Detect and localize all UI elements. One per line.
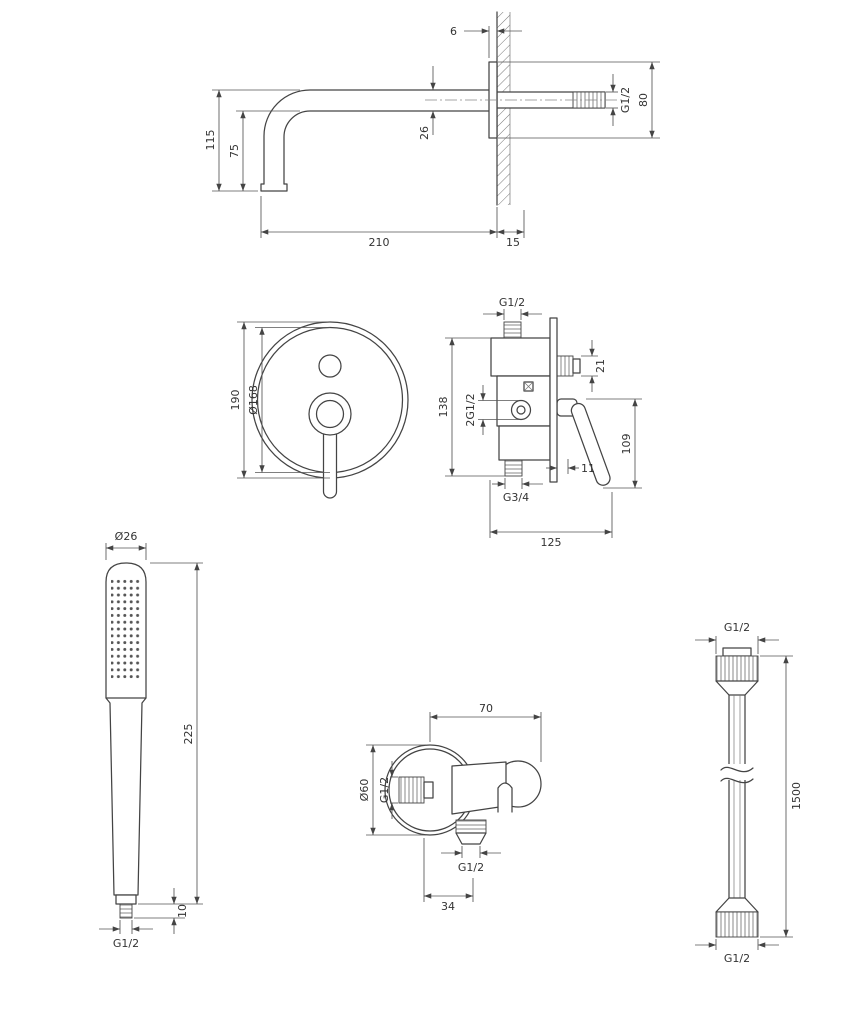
dim-diverter-diameter: 21 xyxy=(594,359,607,373)
lever-boss xyxy=(308,392,352,436)
mixer-plate xyxy=(251,321,409,499)
elbow-outlet-thread xyxy=(455,819,487,834)
hose-top-nut xyxy=(715,655,759,682)
dim-side-ports: 2G1/2 xyxy=(464,393,477,426)
elbow-dimensions: 70 Ø60 G1/2 G1/2 34 xyxy=(358,702,542,913)
handshower-dimensions: Ø26 225 10 G1/2 xyxy=(99,530,203,950)
plate-side xyxy=(549,317,558,483)
handshower-body xyxy=(105,562,147,919)
dim-elbow-inlet-thread: G1/2 xyxy=(378,777,391,803)
elbow-inlet-thread xyxy=(398,776,425,804)
hose-break-symbol xyxy=(720,766,754,773)
spout-drawing: 6 G1/2 80 115 75 26 210 xyxy=(204,11,660,249)
spout-body xyxy=(260,61,622,192)
hose-drawing: G1/2 1500 G1/2 xyxy=(695,621,803,965)
dim-elbow-reach: 70 xyxy=(479,702,493,715)
dim-handshower-length: 225 xyxy=(182,724,195,745)
holder-elbow-drawing: 70 Ø60 G1/2 G1/2 34 xyxy=(358,702,542,913)
dim-handle-length: 109 xyxy=(620,434,633,455)
handshower-drawing: Ø26 225 10 G1/2 xyxy=(99,530,203,950)
dim-handshower-thread-length: 10 xyxy=(176,904,189,918)
side-port xyxy=(510,399,532,421)
dim-mixer-plate-diameter: Ø168 xyxy=(247,385,260,415)
dim-outlet-thread: G3/4 xyxy=(503,491,529,504)
diverter-knob xyxy=(318,354,342,378)
dim-elbow-outlet-thread: G1/2 xyxy=(458,861,484,874)
dim-spout-wall-depth: 15 xyxy=(506,236,520,249)
spray-face-dots xyxy=(111,578,141,680)
dim-hose-bottom-thread: G1/2 xyxy=(724,952,750,965)
dim-spout-pipe-diameter: 26 xyxy=(418,126,431,140)
dim-handshower-thread: G1/2 xyxy=(113,937,139,950)
dim-spout-escutcheon-diameter: 80 xyxy=(637,93,650,107)
dim-body-height: 138 xyxy=(437,397,450,418)
hose-top-collar xyxy=(722,647,752,657)
dim-spout-height-overall: 115 xyxy=(204,130,217,151)
handle-thread xyxy=(119,903,133,919)
diverter-stub xyxy=(556,355,574,377)
lever-handle-side xyxy=(570,402,611,486)
elbow-body xyxy=(384,744,542,845)
top-inlet-thread xyxy=(503,321,522,339)
dim-elbow-outlet-offset: 34 xyxy=(441,900,455,913)
dim-hose-top-thread: G1/2 xyxy=(724,621,750,634)
spout-outlet xyxy=(260,183,288,192)
dim-plate-gap: 11 xyxy=(581,462,595,475)
spout-dimensions: 6 G1/2 80 115 75 26 210 xyxy=(204,25,660,249)
dim-handshower-head-diameter: Ø26 xyxy=(115,530,138,543)
hose-body xyxy=(715,647,759,938)
dim-elbow-plate-diameter: Ø60 xyxy=(358,779,371,802)
dim-spout-inlet-thread: G1/2 xyxy=(619,87,632,113)
mixer-side-drawing: G1/2 21 138 2G1/2 109 11 xyxy=(437,296,642,549)
dim-spout-escutcheon-thickness: 6 xyxy=(450,25,457,38)
bottom-outlet-thread xyxy=(504,459,523,477)
dim-overall-depth: 125 xyxy=(541,536,562,549)
dim-mixer-overall-height: 190 xyxy=(229,390,242,411)
handle-nut xyxy=(115,894,137,905)
mixer-front-drawing: 190 Ø168 xyxy=(229,321,409,499)
elbow-outlet-tip xyxy=(455,832,487,845)
dim-spout-reach: 210 xyxy=(369,236,390,249)
hose-dimensions: G1/2 1500 G1/2 xyxy=(695,621,803,965)
mixer-side-dimensions: G1/2 21 138 2G1/2 109 11 xyxy=(437,296,642,549)
dim-mixer-inlet-thread: G1/2 xyxy=(499,296,525,309)
mixer-valve-body xyxy=(490,317,611,486)
dim-spout-height-below: 75 xyxy=(228,144,241,158)
mixer-front-dimensions: 190 Ø168 xyxy=(229,321,330,479)
dim-hose-length: 1500 xyxy=(790,782,803,810)
holder-slot xyxy=(497,782,513,813)
hose-bottom-nut xyxy=(715,911,759,938)
